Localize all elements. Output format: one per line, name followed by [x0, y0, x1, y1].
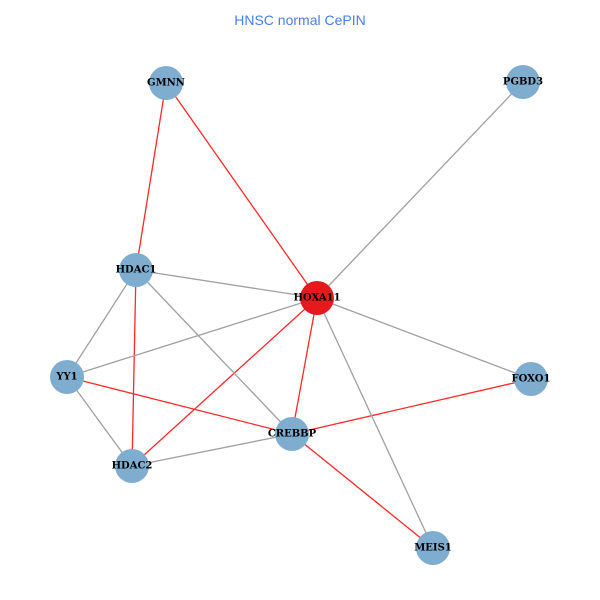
node-foxo1[interactable]: FOXO1: [512, 362, 551, 396]
edge-hdac1-hoxa11: [135, 269, 318, 299]
edge-hoxa11-crebbp: [291, 297, 318, 435]
edge-yy1-hdac2: [66, 376, 133, 467]
edge-hdac1-yy1: [66, 269, 137, 378]
node-meis1[interactable]: MEIS1: [414, 531, 452, 565]
node-label: MEIS1: [414, 543, 452, 554]
node-circle[interactable]: [300, 281, 334, 315]
edge-hoxa11-foxo1: [316, 297, 532, 380]
edge-gmnn-hdac1: [135, 82, 167, 271]
node-circle[interactable]: [275, 417, 309, 451]
node-circle[interactable]: [514, 362, 548, 396]
edge-crebbp-foxo1: [291, 378, 532, 435]
node-hoxa11[interactable]: HOXA11: [293, 281, 341, 315]
edge-crebbp-meis1: [291, 433, 434, 549]
node-gmnn[interactable]: GMNN: [147, 66, 185, 100]
edge-hdac2-crebbp: [131, 433, 293, 467]
edge-pgbd3-hoxa11: [316, 81, 524, 299]
node-label: HDAC2: [112, 461, 153, 472]
edge-yy1-hoxa11: [66, 297, 318, 378]
node-circle[interactable]: [50, 360, 84, 394]
node-label: PGBD3: [503, 77, 543, 88]
edge-yy1-crebbp: [66, 376, 293, 435]
node-circle[interactable]: [119, 253, 153, 287]
edges-layer: [66, 81, 532, 549]
node-label: CREBBP: [268, 429, 317, 440]
node-label: HDAC1: [116, 265, 157, 276]
node-circle[interactable]: [115, 449, 149, 483]
node-pgbd3[interactable]: PGBD3: [503, 65, 543, 99]
node-crebbp[interactable]: CREBBP: [268, 417, 317, 451]
node-circle[interactable]: [149, 66, 183, 100]
edge-hdac1-hdac2: [131, 269, 137, 467]
node-hdac2[interactable]: HDAC2: [112, 449, 153, 483]
edge-hoxa11-hdac2: [131, 297, 318, 467]
edge-hdac1-crebbp: [135, 269, 293, 435]
node-label: YY1: [55, 372, 77, 383]
edge-gmnn-hoxa11: [165, 82, 318, 299]
node-hdac1[interactable]: HDAC1: [116, 253, 157, 287]
edge-hoxa11-meis1: [316, 297, 434, 549]
node-circle[interactable]: [506, 65, 540, 99]
node-circle[interactable]: [416, 531, 450, 565]
node-yy1[interactable]: YY1: [50, 360, 84, 394]
node-label: GMNN: [147, 78, 185, 89]
node-label: FOXO1: [512, 374, 551, 385]
node-label: HOXA11: [293, 293, 340, 304]
diagram-title: HNSC normal CePIN: [234, 12, 366, 28]
